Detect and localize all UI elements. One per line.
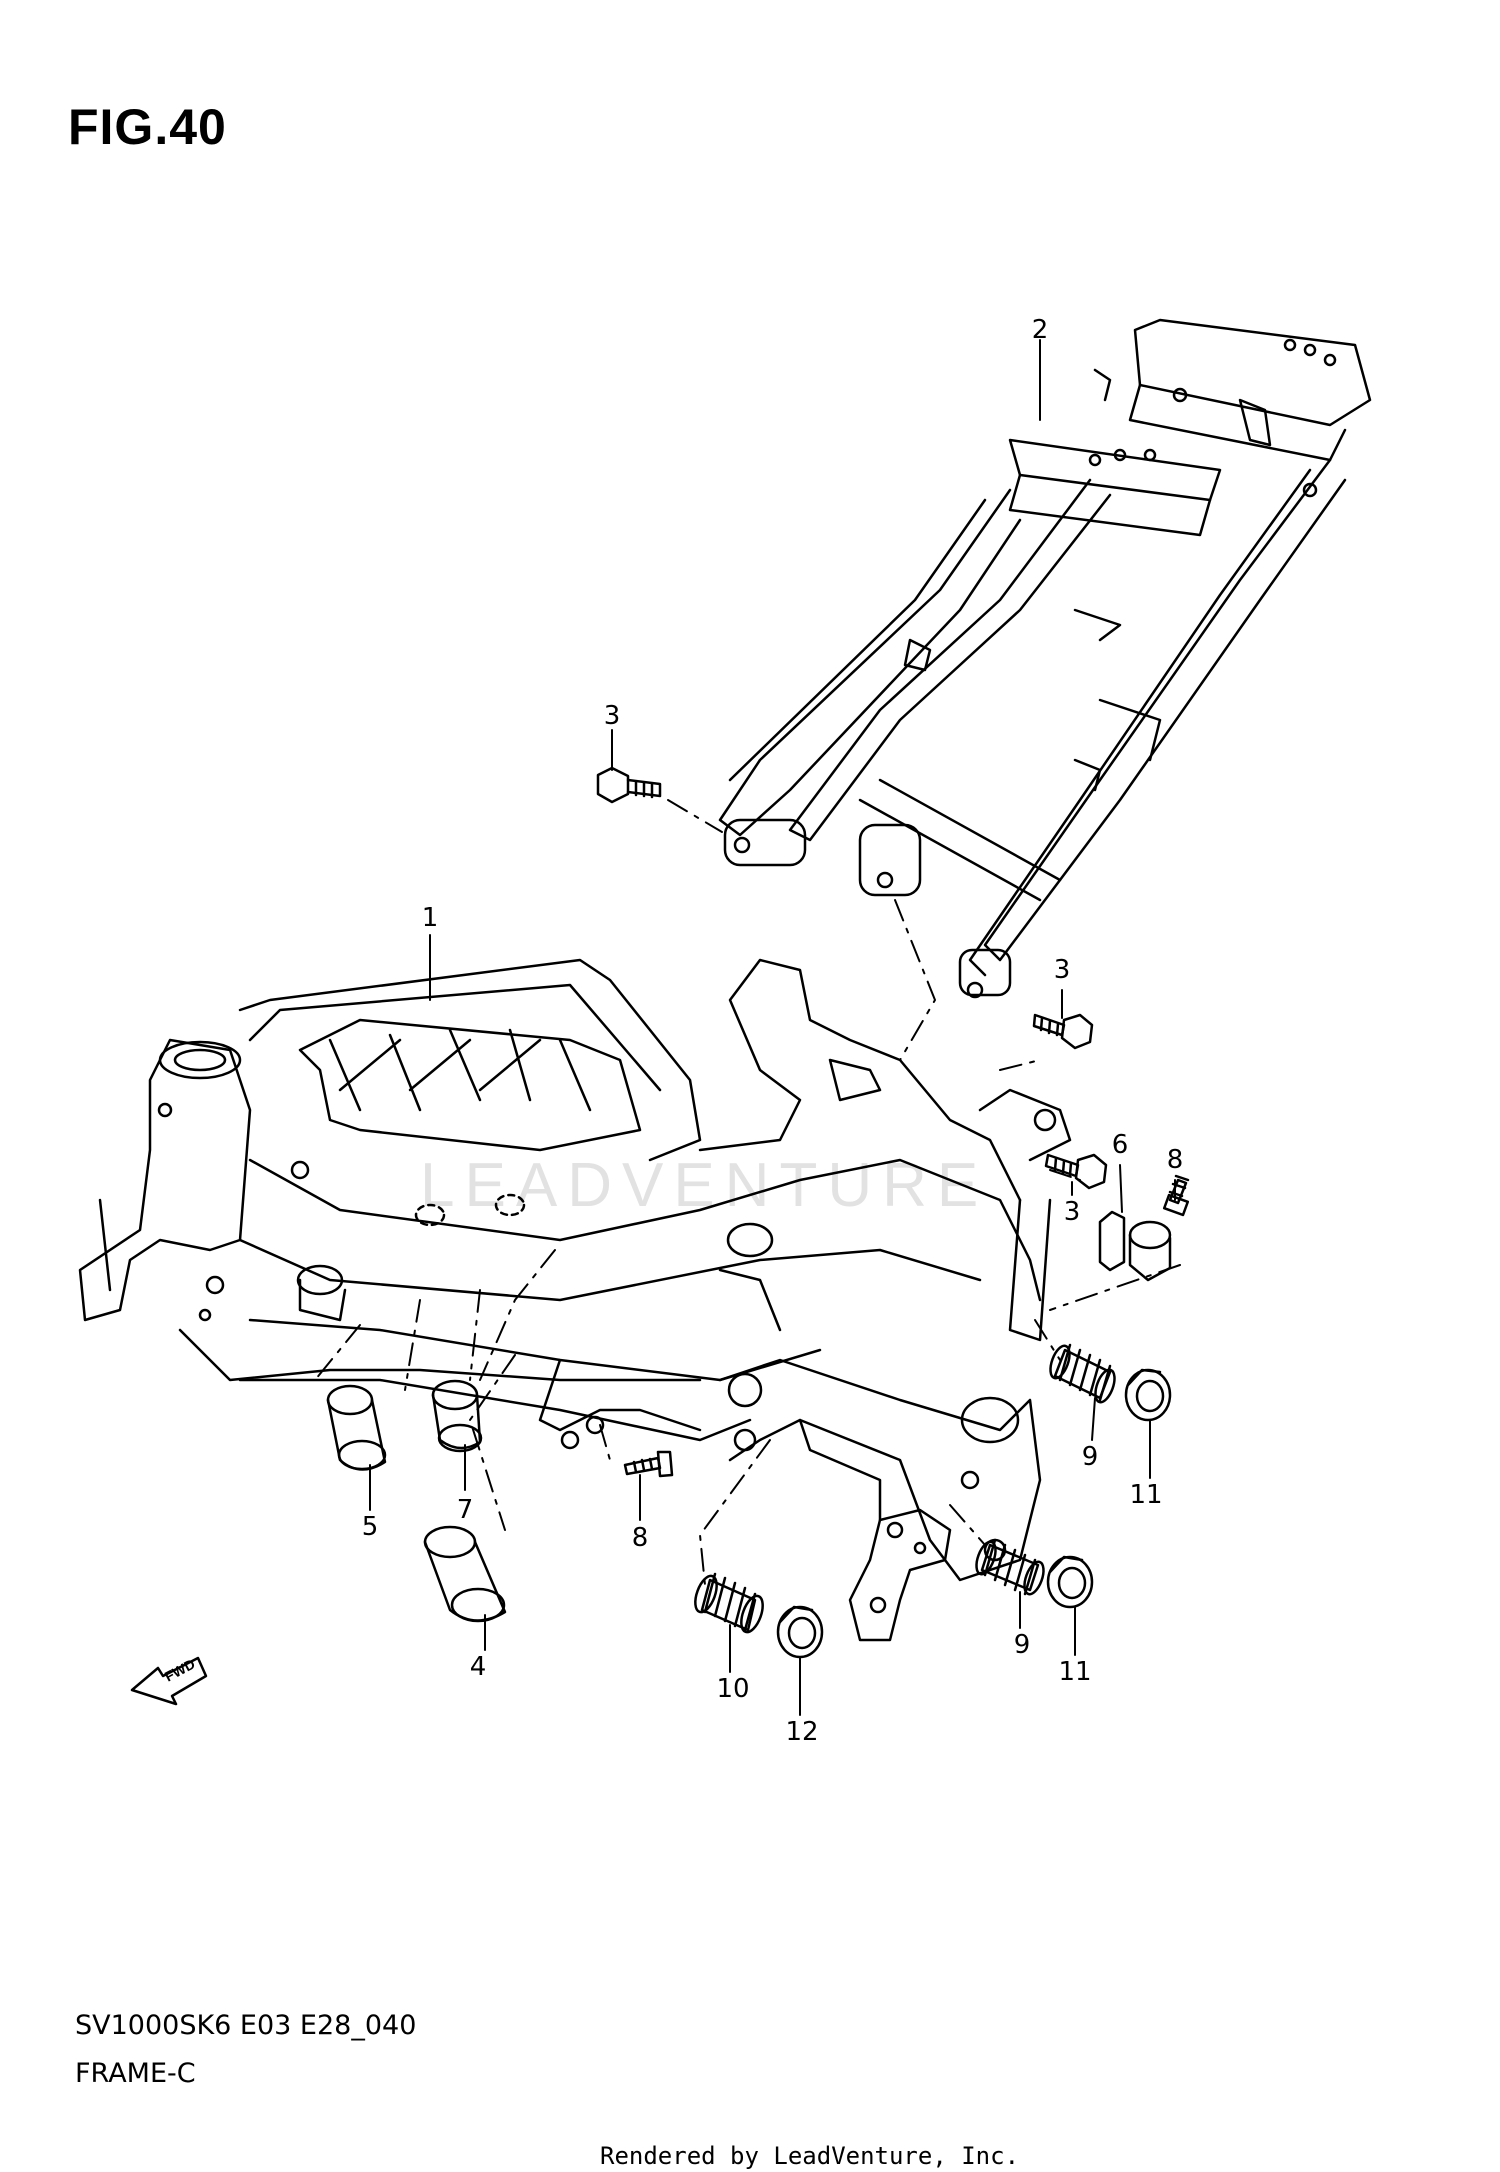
bolt-3b	[1032, 1013, 1094, 1050]
callout-8: 8	[631, 1523, 649, 1553]
callout-3: 3	[1063, 1197, 1081, 1227]
bolt-8a	[1162, 1174, 1190, 1217]
assembly-lines	[314, 799, 1181, 1586]
render-credit: Rendered by LeadVenture, Inc.	[600, 2142, 1020, 2170]
leader-lines	[369, 339, 1176, 1716]
figure-title: FIG.40	[68, 99, 227, 155]
callout-9: 9	[1013, 1630, 1031, 1660]
callout-12: 12	[785, 1717, 819, 1747]
bolt-3c	[1044, 1153, 1108, 1190]
callout-10: 10	[716, 1674, 750, 1704]
callout-7: 7	[456, 1495, 474, 1525]
diagram-subtitle: FRAME-C	[75, 2058, 196, 2089]
nut-11b	[1046, 1555, 1094, 1609]
bolt-8b	[623, 1450, 674, 1478]
callout-2: 2	[1031, 315, 1049, 345]
adjuster-10	[694, 1572, 764, 1634]
callout-4: 4	[469, 1652, 487, 1682]
nut-12	[776, 1605, 824, 1659]
spacer-4	[423, 1525, 507, 1623]
callout-11: 11	[1129, 1480, 1163, 1510]
adjuster-9b	[975, 1538, 1045, 1596]
adjuster-9a	[1049, 1343, 1116, 1404]
callout-6: 6	[1111, 1130, 1129, 1160]
callout-1: 1	[421, 903, 439, 933]
callout-9: 9	[1081, 1442, 1099, 1472]
main-frame	[78, 958, 1072, 1642]
callout-11: 11	[1058, 1657, 1092, 1687]
callout-8: 8	[1166, 1145, 1184, 1175]
fwd-arrow-icon	[130, 1656, 208, 1706]
callout-3: 3	[603, 701, 621, 731]
collar-6	[1098, 1210, 1172, 1282]
callout-5: 5	[361, 1512, 379, 1542]
nut-11a	[1124, 1368, 1172, 1422]
bushing-7	[431, 1379, 483, 1453]
seat-rail-frame	[718, 318, 1372, 999]
diagram-code: SV1000SK6 E03 E28_040	[75, 2010, 417, 2041]
callout-3: 3	[1053, 955, 1071, 985]
bolt-3a	[596, 766, 662, 804]
bushing-5	[326, 1384, 387, 1471]
fwd-label: FWD	[162, 1656, 198, 1685]
